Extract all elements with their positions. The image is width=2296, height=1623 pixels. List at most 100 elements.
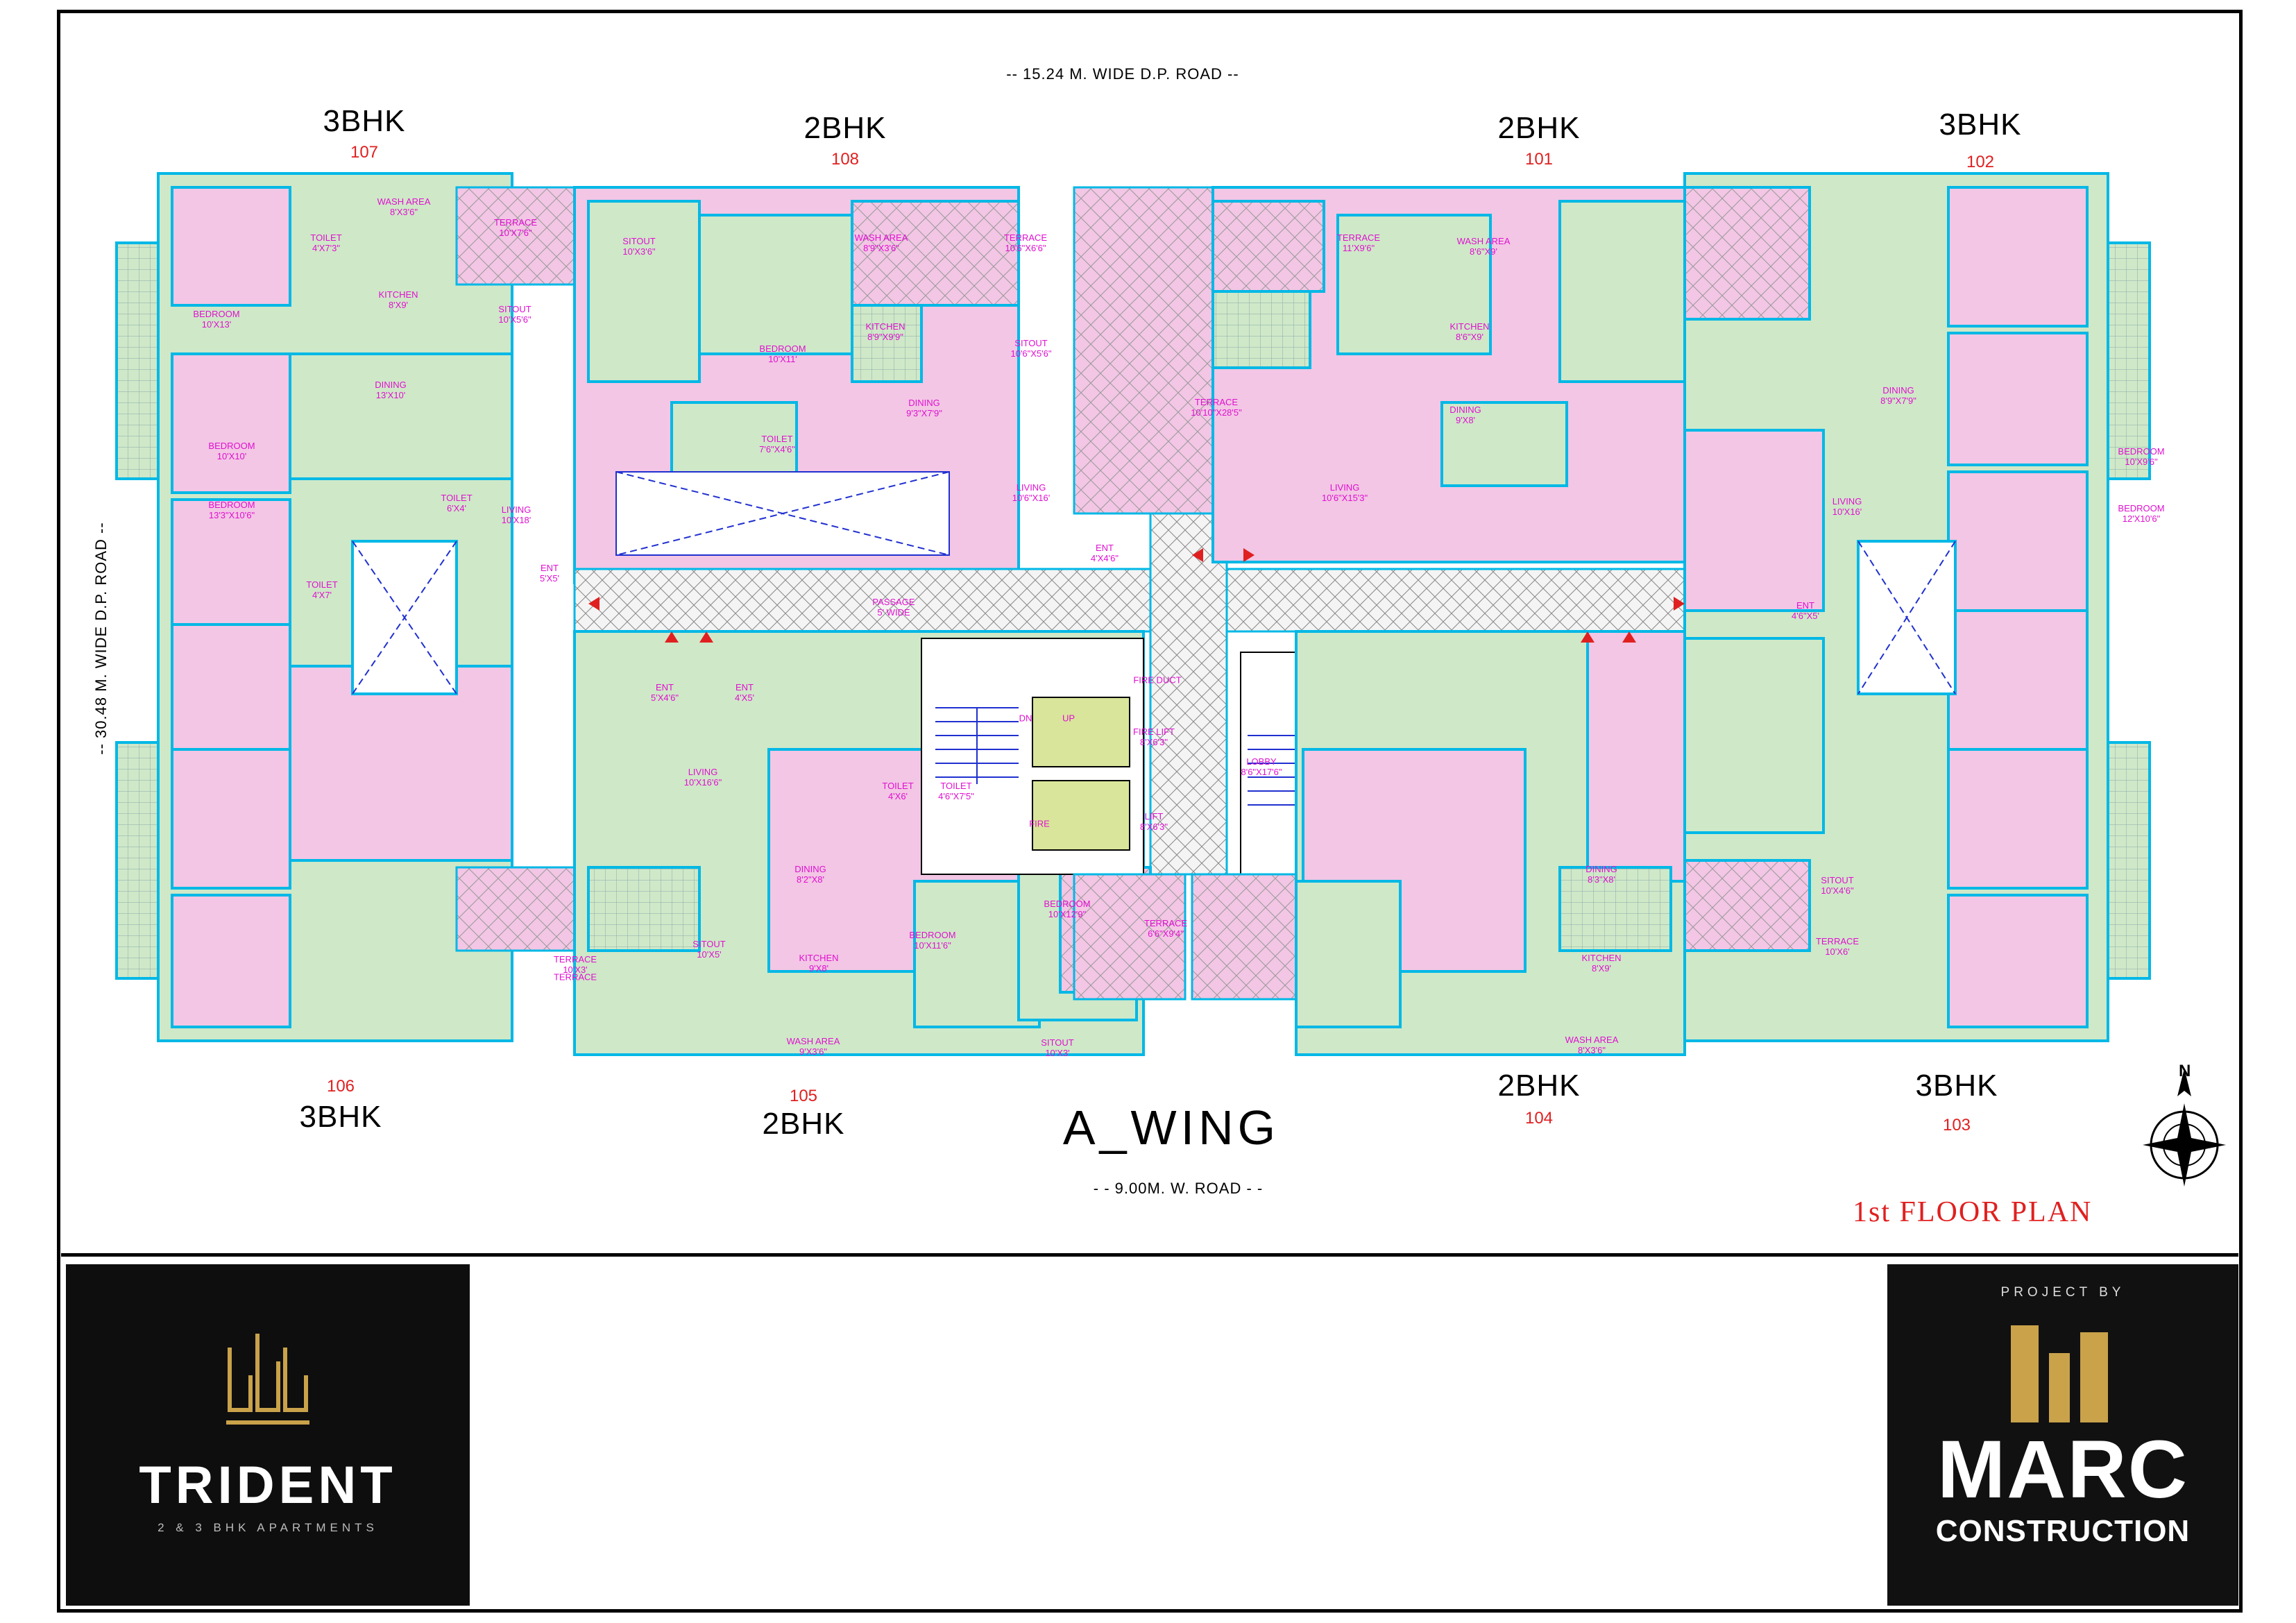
marc-emblem-icon (2011, 1325, 2108, 1422)
unit-type-105: 2BHK (762, 1107, 845, 1141)
trident-logo-panel: TRIDENT 2 & 3 BHK APARTMENTS (66, 1264, 470, 1606)
unit-number-107: 107 (350, 143, 379, 162)
marc-logo-panel: PROJECT BY MARC CONSTRUCTION (1887, 1264, 2238, 1606)
road-bottom-label: - - 9.00M. W. ROAD - - (1093, 1180, 1264, 1197)
unit-number-108: 108 (831, 150, 860, 169)
unit-block-101 (1211, 186, 1686, 563)
road-left-label: -- 30.48 M. WIDE D.P. ROAD -- (92, 522, 110, 755)
unit-type-104: 2BHK (1497, 1069, 1581, 1103)
unit-type-103: 3BHK (1915, 1069, 1998, 1103)
stair-label: UP (1062, 713, 1075, 724)
passage-corridor (573, 568, 1707, 633)
unit-type-102: 3BHK (1939, 108, 2022, 142)
unit-number-106: 106 (326, 1077, 355, 1096)
project-by-label: PROJECT BY (2000, 1285, 2125, 1300)
unit-block-104 (1295, 630, 1686, 1056)
trident-emblem-icon (226, 1334, 309, 1425)
unit-type-101: 2BHK (1497, 111, 1581, 145)
unit-type-108: 2BHK (803, 111, 887, 145)
compass-icon (2143, 1069, 2226, 1187)
stair-label: DN (1019, 713, 1032, 724)
room-label: FIRE DUCT (1133, 674, 1182, 686)
unit-number-103: 103 (1942, 1116, 1971, 1135)
unit-type-107: 3BHK (323, 104, 406, 138)
trident-tagline: 2 & 3 BHK APARTMENTS (158, 1521, 378, 1534)
frame-divider (61, 1253, 2238, 1257)
outer-frame (57, 10, 2243, 1613)
compass-north-label: N (2179, 1062, 2191, 1080)
floor-plan-drawing (115, 172, 2151, 1056)
entry-markers (588, 548, 1685, 643)
trident-brand-name: TRIDENT (139, 1456, 397, 1515)
unit-number-105: 105 (789, 1087, 818, 1105)
unit-type-106: 3BHK (299, 1100, 382, 1134)
unit-number-102: 102 (1966, 153, 1995, 171)
wing-label: A_WING (1062, 1101, 1280, 1155)
unit-block-left (115, 172, 513, 1042)
unit-block-right (1683, 172, 2151, 1042)
unit-number-101: 101 (1524, 150, 1554, 169)
marc-brand-name: MARC (1937, 1424, 2188, 1515)
lobby-area (1149, 512, 1228, 876)
stair-label: FIRE (1029, 818, 1050, 829)
marc-brand-subtitle: CONSTRUCTION (1935, 1514, 2191, 1548)
room-label: TERRACE (553, 971, 597, 983)
unit-number-104: 104 (1524, 1109, 1554, 1128)
